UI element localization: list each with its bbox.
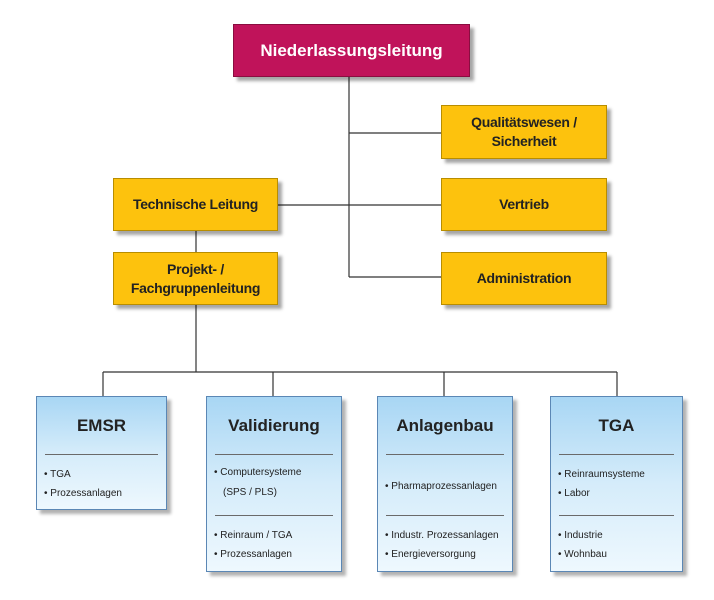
dept-divider [386, 454, 504, 455]
node-projektleitung: Projekt- / Fachgruppenleitung [113, 252, 278, 305]
dept-anlagenbau: Anlagenbau • Pharmaprozessanlagen • Indu… [377, 396, 513, 572]
node-label: Administration [476, 270, 572, 286]
node-administration: Administration [441, 252, 607, 305]
dept-item: • Reinraumsysteme [558, 469, 645, 480]
dept-validierung: Validierung • Computersysteme (SPS / PLS… [206, 396, 342, 572]
node-label: Vertrieb [499, 196, 549, 212]
dept-item: • Reinraum / TGA [214, 530, 293, 541]
dept-title: TGA [598, 416, 635, 435]
dept-item: • Industr. Prozessanlagen [385, 530, 499, 541]
dept-title: Validierung [228, 416, 320, 435]
node-label-line2: Sicherheit [491, 133, 557, 149]
dept-title: EMSR [76, 416, 127, 435]
dept-item: • Prozessanlagen [44, 488, 122, 499]
dept-item: • Computersysteme [214, 467, 302, 478]
node-niederlassungsleitung: Niederlassungsleitung [233, 24, 470, 77]
node-qualitaetswesen: Qualitätswesen / Sicherheit [441, 105, 607, 159]
dept-divider [45, 454, 158, 455]
dept-title: Anlagenbau [396, 416, 494, 435]
node-label: Technische Leitung [132, 196, 259, 212]
dept-item: • Pharmaprozessanlagen [385, 481, 497, 492]
dept-item: • TGA [44, 469, 71, 480]
dept-item: (SPS / PLS) [223, 487, 277, 498]
node-label-line1: Qualitätswesen / [471, 114, 577, 130]
dept-item: • Industrie [558, 530, 603, 541]
dept-emsr: EMSR • TGA • Prozessanlagen [36, 396, 167, 510]
dept-item: • Wohnbau [558, 549, 607, 560]
dept-divider [386, 515, 504, 516]
node-technische-leitung: Technische Leitung [113, 178, 278, 231]
node-label: Niederlassungsleitung [260, 40, 443, 60]
dept-divider [559, 515, 674, 516]
node-vertrieb: Vertrieb [441, 178, 607, 231]
dept-divider [559, 454, 674, 455]
dept-tga: TGA • Reinraumsysteme • Labor • Industri… [550, 396, 683, 572]
dept-divider [215, 515, 333, 516]
dept-item: • Prozessanlagen [214, 549, 292, 560]
node-label-line1: Projekt- / [167, 260, 224, 277]
dept-item: • Energieversorgung [385, 549, 476, 560]
dept-item: • Labor [558, 488, 590, 499]
dept-divider [215, 454, 333, 455]
node-label-line2: Fachgruppenleitung [130, 279, 261, 296]
